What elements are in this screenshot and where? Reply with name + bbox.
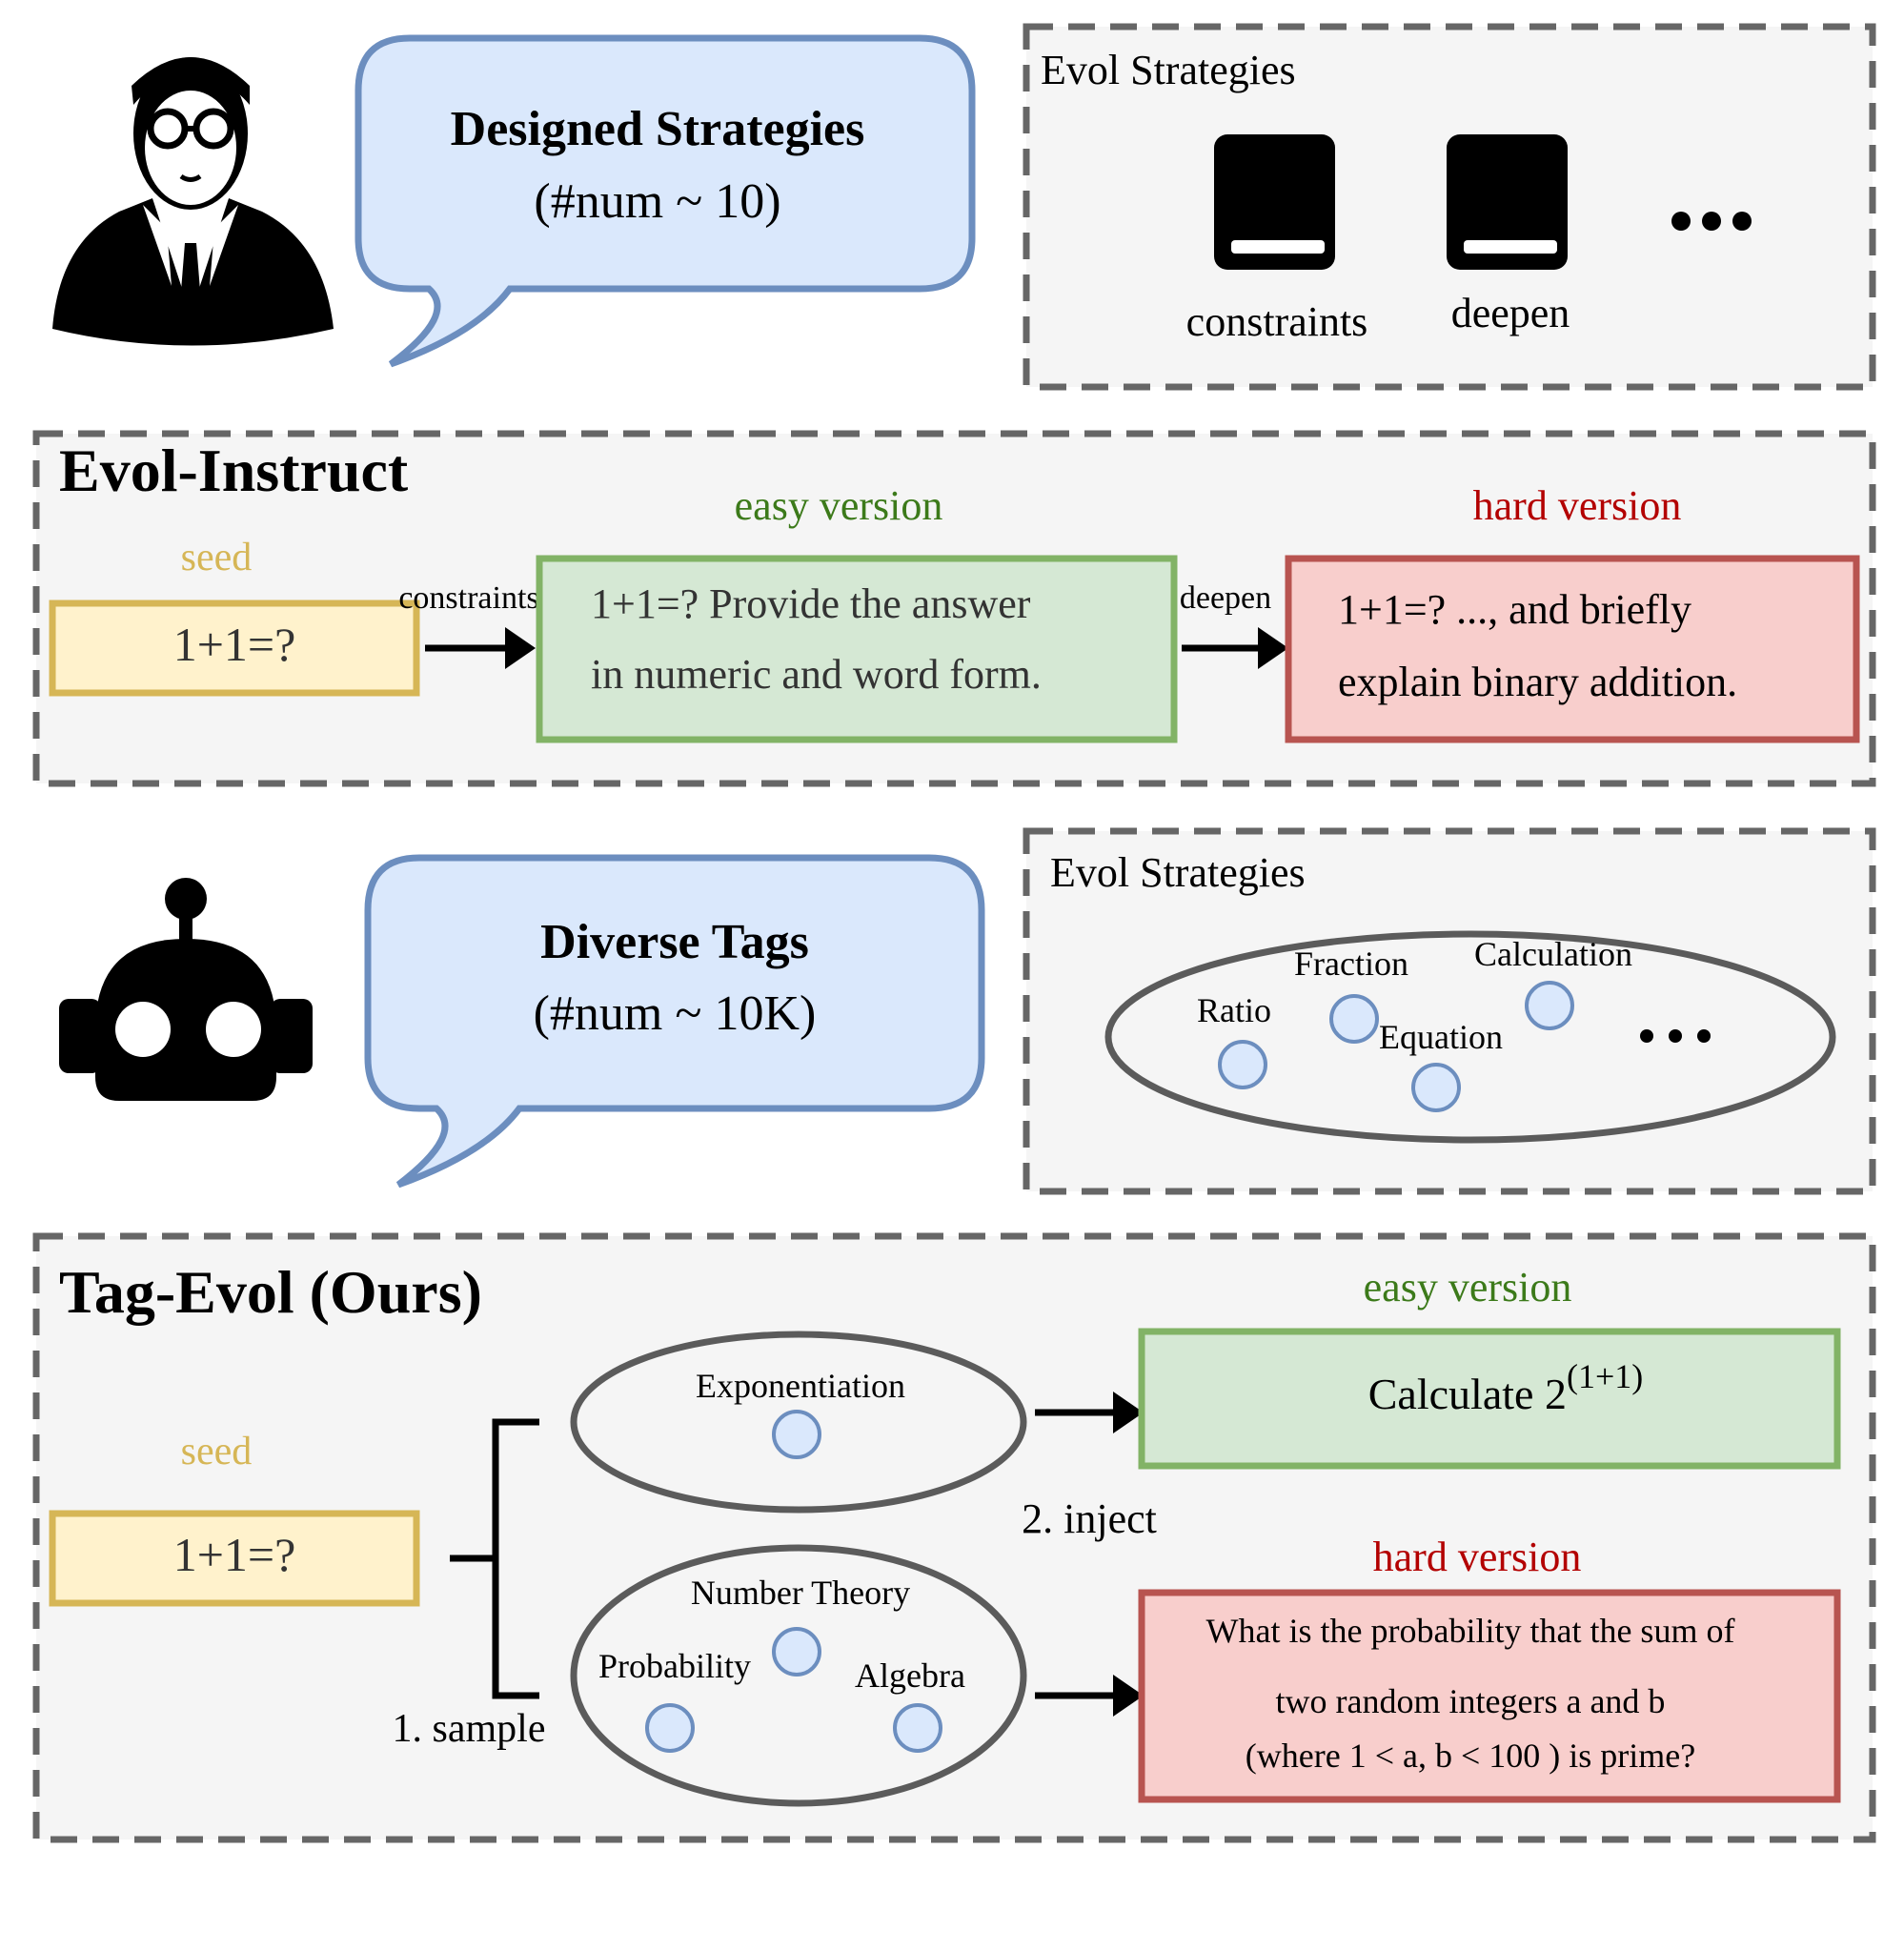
tag-node-equation [1411, 1063, 1461, 1112]
sampled-tags-ellipse-easy [570, 1331, 1027, 1514]
book-icon-deepen [1447, 134, 1568, 270]
hard-question-line2: two random integers a and b [1276, 1682, 1666, 1720]
sampled-tags-ellipse-hard [570, 1544, 1027, 1807]
seed-label-1: seed [181, 536, 253, 579]
designed-strategies-bubble: Designed Strategies (#num ~ 10) [354, 34, 976, 368]
easy-calc-text: Calculate 2(1+1) [1368, 1357, 1643, 1418]
tag-label-calculation: Calculation [1474, 935, 1632, 973]
diverse-tags-count: (#num ~ 10K) [534, 986, 817, 1041]
easy-text-line1: 1+1=? Provide the answer [591, 580, 1031, 627]
evol-strategies-label-top: Evol Strategies [1041, 47, 1296, 93]
arrow-label-deepen: deepen [1180, 580, 1271, 616]
diverse-tags-title: Diverse Tags [540, 915, 809, 969]
ellipsis-icon-mid [1640, 1029, 1711, 1043]
easy-calc-exponent: (1+1) [1567, 1357, 1643, 1395]
easy-text-line2: in numeric and word form. [591, 651, 1042, 698]
seed-label-2: seed [181, 1430, 253, 1473]
arrow-label-constraints: constraints [398, 580, 538, 616]
strategy-label-deepen: deepen [1451, 290, 1570, 336]
sample-step-label: 1. sample [393, 1707, 546, 1751]
strategy-label-constraints: constraints [1186, 298, 1368, 345]
seed-text-2: 1+1=? [173, 1528, 296, 1581]
tag-evol-title: Tag-Evol (Ours) [59, 1258, 482, 1326]
designed-strategies-title: Designed Strategies [451, 102, 865, 156]
sample-bracket [450, 1418, 539, 1699]
human-icon [52, 57, 334, 346]
robot-icon [59, 878, 313, 1101]
evol-instruct-panel: Evol-Instruct seed 1+1=? constraints eas… [32, 430, 1876, 787]
tag-evol-panel: Tag-Evol (Ours) seed 1+1=? 1. sample Exp… [32, 1232, 1876, 1843]
tag-node-ratio [1218, 1040, 1267, 1089]
tag-label-equation: Equation [1379, 1018, 1503, 1056]
evol-strategies-panel-top: Evol Strategies constraints deepen [1023, 23, 1876, 391]
evol-strategies-panel-mid: Evol Strategies Fraction Calculation Rat… [1023, 827, 1876, 1195]
hard-text-line2: explain binary addition. [1338, 659, 1737, 705]
tag-node-algebra [893, 1703, 942, 1753]
hard-text-line1: 1+1=? ..., and briefly [1338, 586, 1691, 633]
easy-calc-base: Calculate 2 [1368, 1370, 1567, 1418]
hard-question-line3: (where 1 < a, b < 100 ) is prime? [1246, 1737, 1695, 1775]
seed-text-1: 1+1=? [173, 618, 296, 671]
designed-strategies-count: (#num ~ 10) [534, 174, 780, 229]
tag-node-exponentiation [772, 1410, 821, 1459]
tag-label-number-theory: Number Theory [691, 1574, 910, 1612]
tag-node-fraction [1329, 994, 1379, 1044]
arrow-head-4 [1113, 1675, 1144, 1717]
tag-label-ratio: Ratio [1197, 991, 1271, 1029]
tag-label-algebra: Algebra [855, 1656, 965, 1695]
inject-step-label: 2. inject [1022, 1495, 1157, 1542]
tag-label-exponentiation: Exponentiation [696, 1367, 905, 1405]
tag-label-fraction: Fraction [1294, 945, 1408, 983]
evol-instruct-title: Evol-Instruct [59, 437, 409, 504]
easy-version-label-1: easy version [735, 482, 943, 529]
diverse-tags-bubble: Diverse Tags (#num ~ 10K) [364, 854, 985, 1189]
hard-question-line1: What is the probability that the sum of [1206, 1612, 1735, 1650]
arrow-head-2 [1258, 627, 1288, 669]
evol-strategies-label-mid: Evol Strategies [1050, 849, 1306, 896]
tag-node-probability [645, 1703, 695, 1753]
arrow-head-1 [505, 627, 536, 669]
easy-version-label-2: easy version [1364, 1264, 1572, 1311]
hard-version-label-1: hard version [1473, 482, 1682, 529]
hard-version-label-2: hard version [1373, 1534, 1582, 1580]
tag-node-calculation [1525, 981, 1574, 1030]
arrow-head-3 [1113, 1392, 1144, 1433]
tag-node-number-theory [772, 1627, 821, 1677]
ellipsis-icon-top [1671, 212, 1752, 231]
book-icon-constraints [1214, 134, 1335, 270]
tag-label-probability: Probability [598, 1647, 751, 1685]
